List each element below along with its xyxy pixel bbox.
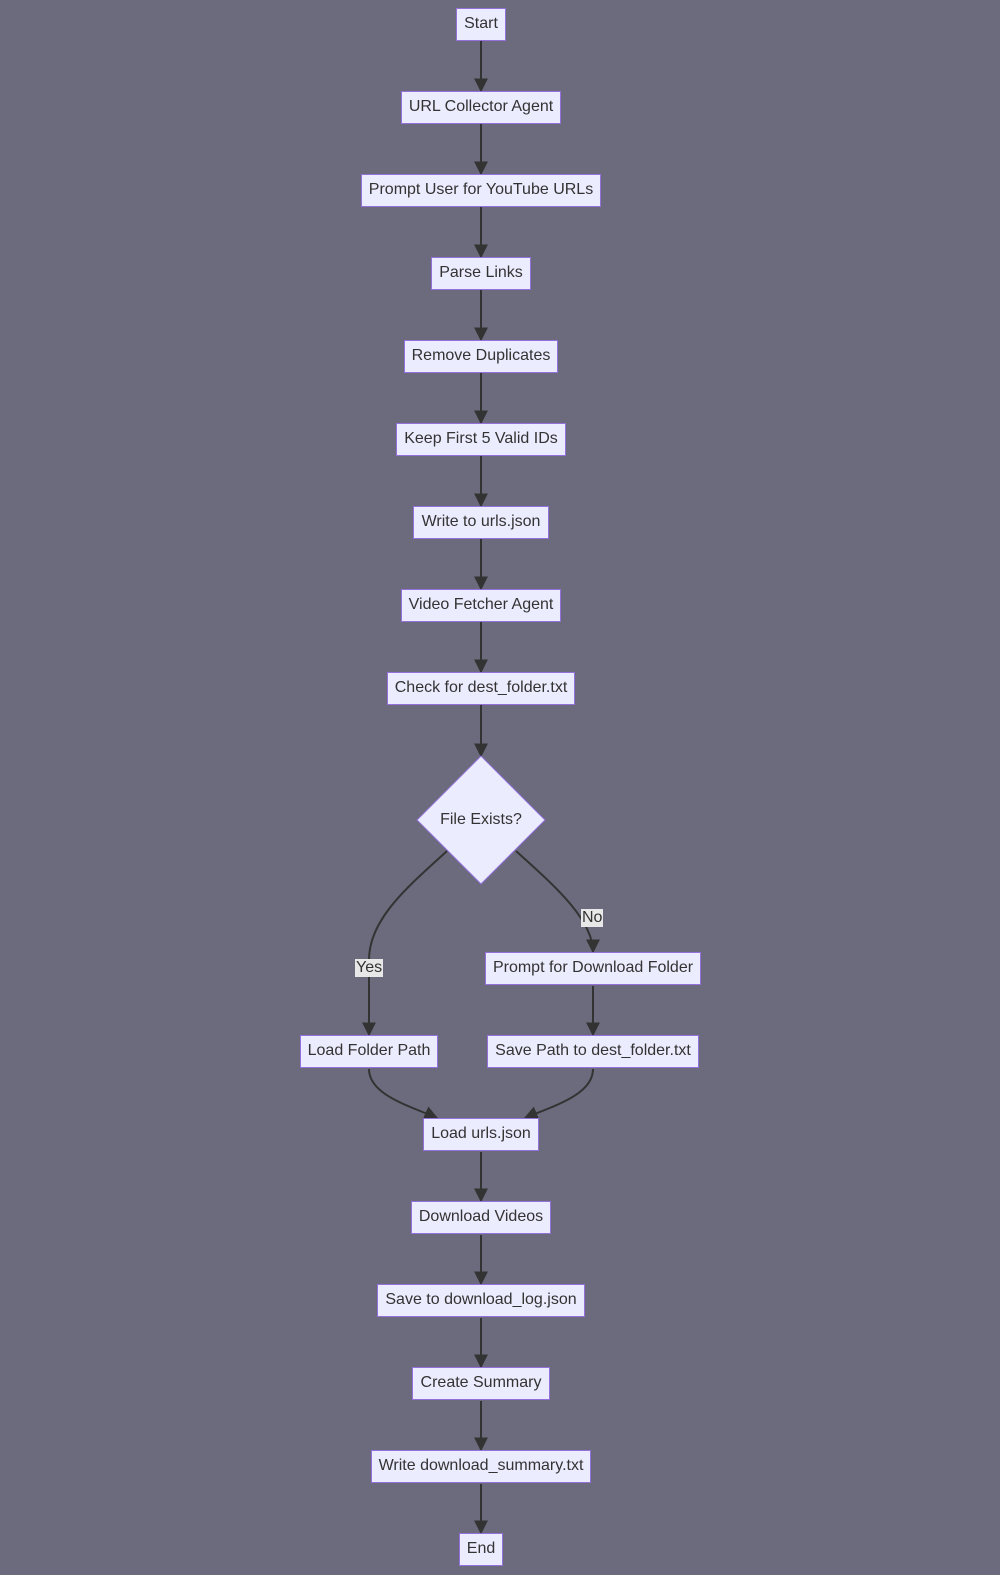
edge-file-exists-no-to-prompt-folder [515,850,600,954]
node-video-fetcher-agent[interactable]: Video Fetcher Agent [401,589,561,622]
edge-load-folder-to-load-urls [368,1068,439,1120]
node-parse-links[interactable]: Parse Links [431,257,531,290]
node-write-to-urls-json[interactable]: Write to urls.json [413,506,549,539]
node-url-collector-agent[interactable]: URL Collector Agent [401,91,561,124]
node-end[interactable]: End [459,1533,503,1566]
node-prompt-for-download-folder[interactable]: Prompt for Download Folder [485,952,701,985]
node-create-summary[interactable]: Create Summary [412,1367,550,1400]
decision-diamond-shape [416,755,546,885]
node-write-download-summary[interactable]: Write download_summary.txt [371,1450,591,1483]
node-download-videos[interactable]: Download Videos [411,1201,551,1234]
node-prompt-user-for-youtube-urls[interactable]: Prompt User for YouTube URLs [361,174,601,207]
edge-label-no: No [581,909,604,927]
edge-save-path-to-load-urls [523,1068,594,1120]
edge-file-exists-yes-to-load-folder [362,850,448,1037]
node-save-path-to-dest-folder[interactable]: Save Path to dest_folder.txt [487,1035,699,1068]
node-remove-duplicates[interactable]: Remove Duplicates [404,340,558,373]
node-check-for-dest-folder[interactable]: Check for dest_folder.txt [387,672,575,705]
edge-label-yes: Yes [355,959,384,977]
node-load-folder-path[interactable]: Load Folder Path [300,1035,438,1068]
node-keep-first-5-valid-ids[interactable]: Keep First 5 Valid IDs [396,423,566,456]
node-start[interactable]: Start [456,8,506,41]
decision-file-exists[interactable]: File Exists? [416,755,546,885]
node-save-to-download-log[interactable]: Save to download_log.json [377,1284,585,1317]
decision-label: File Exists? [440,811,522,828]
node-load-urls-json[interactable]: Load urls.json [423,1118,539,1151]
